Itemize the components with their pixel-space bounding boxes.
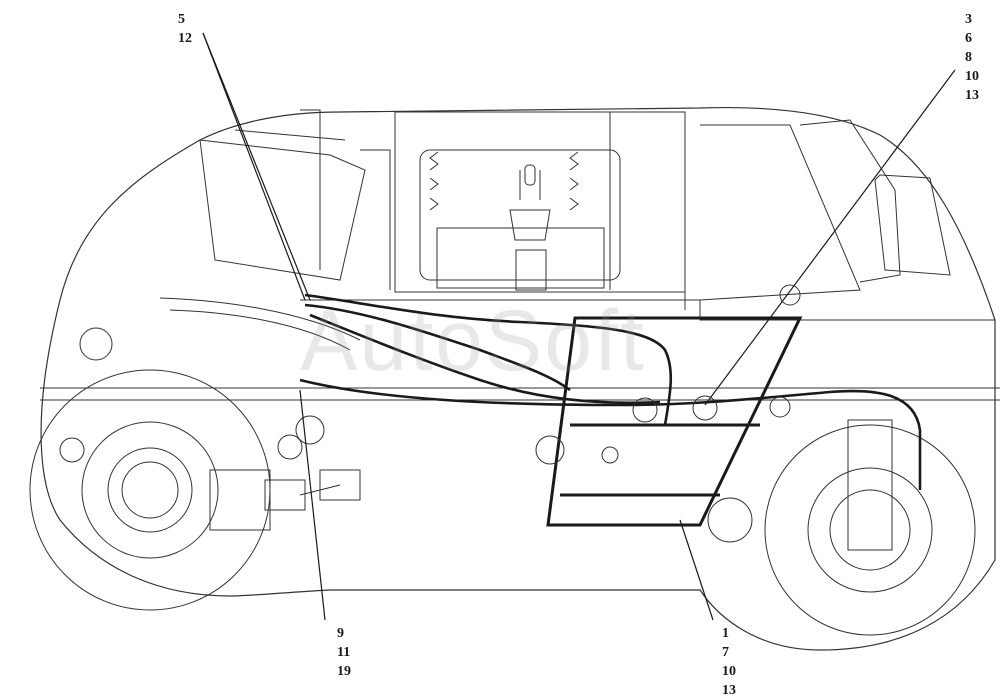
callout-top-right: 3 6 8 10 13 [965, 10, 979, 105]
callout-number: 10 [965, 69, 979, 84]
callout-number: 8 [965, 50, 972, 65]
callout-number: 5 [178, 12, 185, 27]
callout-bottom-right: 1 7 10 13 [722, 624, 736, 700]
front-wheel [29, 369, 271, 611]
tank-frame [546, 316, 803, 527]
callout-number: 13 [965, 88, 979, 103]
callout-number: 9 [337, 626, 344, 641]
callout-number: 1 [722, 626, 729, 641]
callout-top-left: 5 12 [178, 10, 192, 48]
callout-number: 11 [337, 645, 351, 660]
vehicle-body-outline [40, 106, 996, 651]
frame-rails [40, 297, 1000, 401]
callout-number: 13 [722, 683, 736, 698]
valve-assemblies [535, 284, 801, 543]
hydraulic-hoses [299, 293, 922, 490]
driveshaft [59, 327, 361, 531]
callout-bottom-left: 9 11 19 [337, 624, 351, 681]
callout-number: 6 [965, 31, 972, 46]
callout-number: 7 [722, 645, 729, 660]
leader-lines [202, 32, 956, 621]
callout-number: 19 [337, 664, 351, 679]
callout-number: 3 [965, 12, 972, 27]
callout-number: 12 [178, 31, 192, 46]
rear-wheel [764, 419, 976, 636]
cab-structure [199, 109, 951, 310]
callout-number: 10 [722, 664, 736, 679]
